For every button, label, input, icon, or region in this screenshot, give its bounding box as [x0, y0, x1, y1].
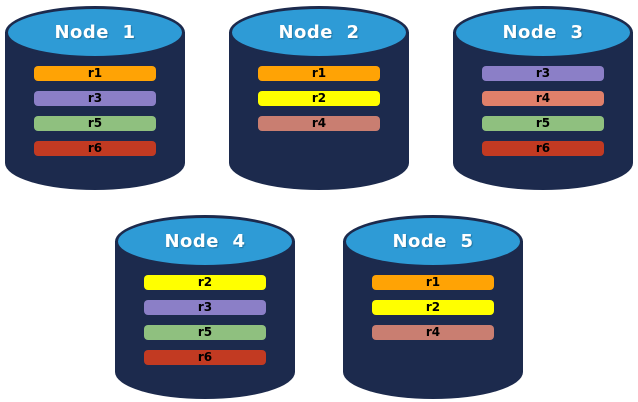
- node-cylinder: Node 4 r2 r3 r5 r6: [115, 215, 295, 399]
- replica-bar-label: r4: [535, 91, 551, 105]
- replica-bar: r4: [482, 91, 604, 106]
- node-cylinder: Node 2 r1 r2 r4: [229, 6, 409, 190]
- node-title: Node 5: [392, 231, 474, 252]
- replica-bar: r3: [482, 66, 604, 81]
- cylinder-top-ellipse: Node 5: [343, 215, 523, 268]
- node-title: Node 4: [164, 231, 246, 252]
- replica-bar-label: r2: [425, 300, 441, 314]
- replica-bar-label: r4: [425, 325, 441, 339]
- replica-bar-label: r2: [197, 275, 213, 289]
- replica-bar: r1: [34, 66, 156, 81]
- replica-bar: r5: [34, 116, 156, 131]
- cylinder-top-ellipse: Node 4: [115, 215, 295, 268]
- replica-bar-label: r2: [311, 91, 327, 105]
- replica-bar-label: r6: [87, 141, 103, 155]
- replica-bar: r5: [144, 325, 266, 340]
- replica-bar-label: r1: [87, 66, 103, 80]
- replica-bar: r3: [144, 300, 266, 315]
- replica-bar-label: r1: [425, 275, 441, 289]
- replica-bar-list: r3 r4 r5 r6: [482, 66, 604, 156]
- node-cylinder: Node 5 r1 r2 r4: [343, 215, 523, 399]
- replica-bar: r6: [34, 141, 156, 156]
- replica-bar-list: r1 r3 r5 r6: [34, 66, 156, 156]
- node-row-1: Node 1 r1 r3 r5 r6 Node 2 r1 r2 r4 Node 3 r3 r4 r5 r6: [0, 6, 638, 190]
- replica-bar: r2: [372, 300, 494, 315]
- node-title: Node 3: [502, 22, 584, 43]
- replica-bar-label: r5: [535, 116, 551, 130]
- replica-bar: r4: [258, 116, 380, 131]
- replica-bar-list: r2 r3 r5 r6: [144, 275, 266, 365]
- replica-bar: r6: [144, 350, 266, 365]
- replica-bar: r4: [372, 325, 494, 340]
- replica-bar-label: r3: [535, 66, 551, 80]
- replica-bar-label: r1: [311, 66, 327, 80]
- replica-bar-label: r6: [197, 350, 213, 364]
- replica-bar: r3: [34, 91, 156, 106]
- replica-bar: r6: [482, 141, 604, 156]
- node-title: Node 1: [54, 22, 136, 43]
- replica-bar-label: r6: [535, 141, 551, 155]
- cylinder-top-ellipse: Node 3: [453, 6, 633, 59]
- node-title: Node 2: [278, 22, 360, 43]
- replica-bar: r2: [144, 275, 266, 290]
- cylinder-top-ellipse: Node 2: [229, 6, 409, 59]
- replica-bar: r1: [372, 275, 494, 290]
- replica-bar-label: r3: [87, 91, 103, 105]
- replica-bar-list: r1 r2 r4: [372, 275, 494, 340]
- node-row-2: Node 4 r2 r3 r5 r6 Node 5 r1 r2 r4: [0, 215, 638, 399]
- node-cylinder: Node 1 r1 r3 r5 r6: [5, 6, 185, 190]
- replica-bar-label: r5: [87, 116, 103, 130]
- replica-bar-label: r3: [197, 300, 213, 314]
- replica-bar-label: r4: [311, 116, 327, 130]
- replica-bar: r2: [258, 91, 380, 106]
- node-cylinder: Node 3 r3 r4 r5 r6: [453, 6, 633, 190]
- replica-bar-label: r5: [197, 325, 213, 339]
- cylinder-top-ellipse: Node 1: [5, 6, 185, 59]
- replica-bar: r5: [482, 116, 604, 131]
- replica-bar: r1: [258, 66, 380, 81]
- replica-bar-list: r1 r2 r4: [258, 66, 380, 131]
